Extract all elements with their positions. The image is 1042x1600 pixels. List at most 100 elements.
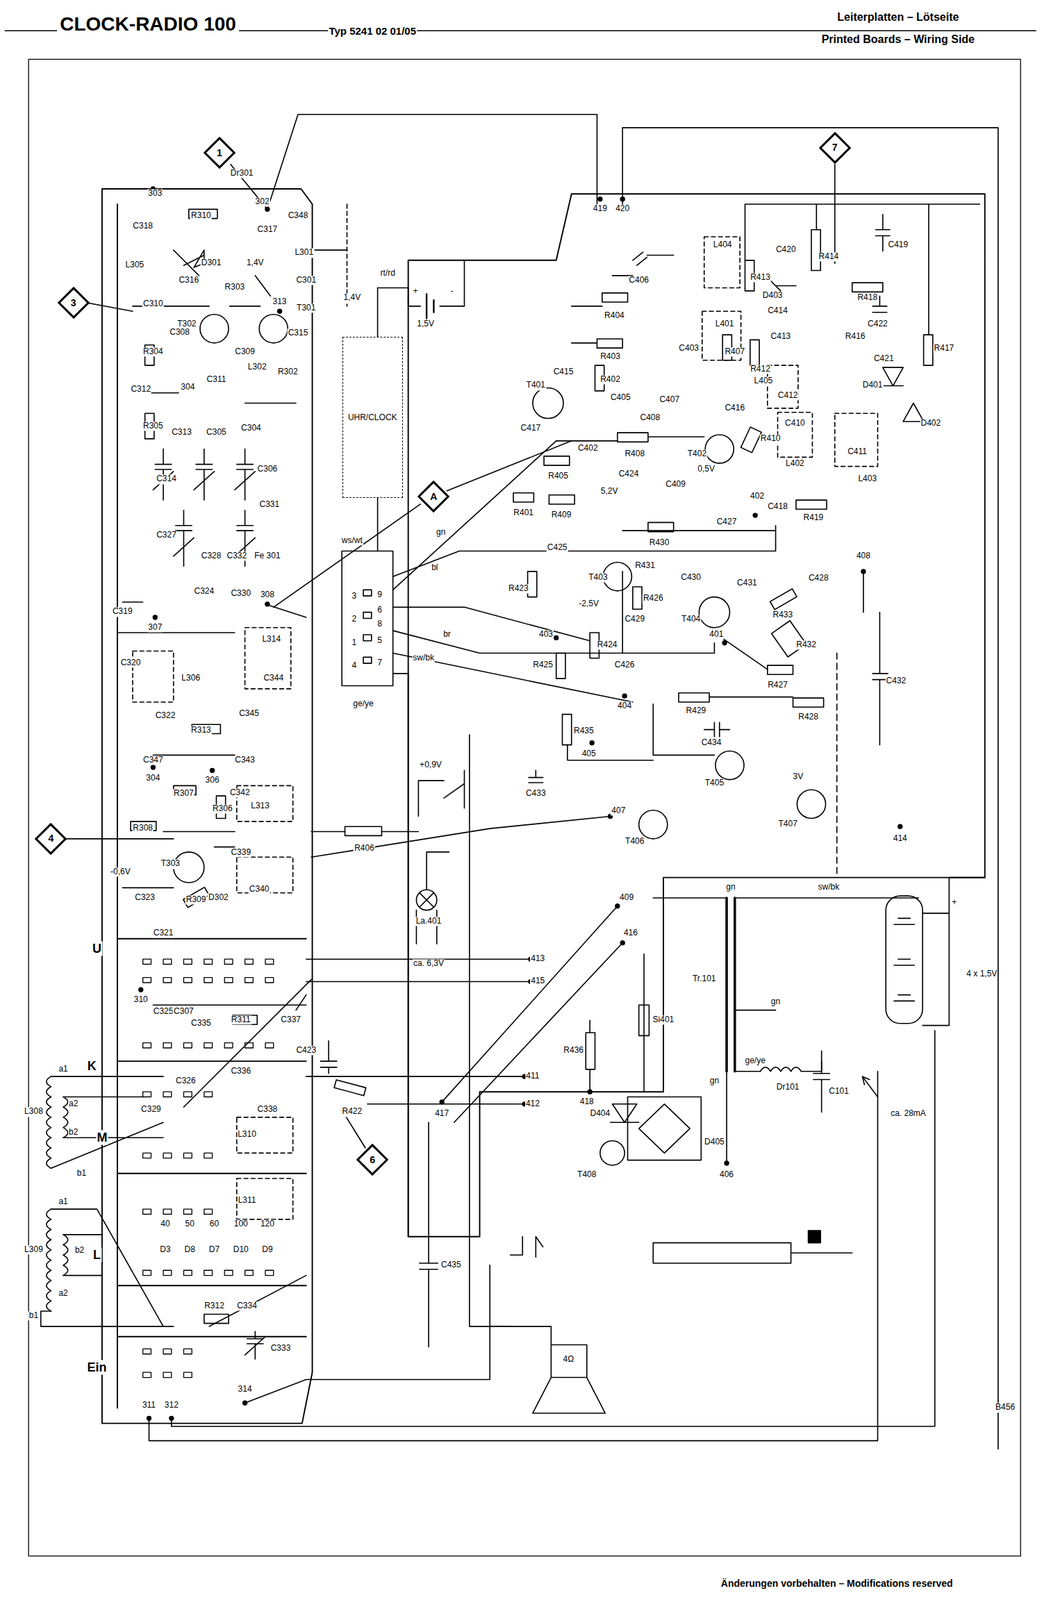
part-label: gn — [770, 997, 781, 1007]
band-letter: M — [95, 1130, 108, 1146]
part-label: b1 — [28, 1312, 39, 1322]
part-label: R424 — [596, 640, 619, 650]
part-label: 419 — [592, 204, 608, 214]
part-label: R435 — [573, 727, 595, 737]
part-label: 303 — [147, 189, 163, 199]
part-label: C308 — [168, 327, 191, 337]
part-label: C332 — [225, 551, 248, 561]
part-label: C324 — [193, 587, 215, 597]
part-label: C403 — [677, 344, 700, 354]
text-group: 4 — [48, 833, 55, 845]
part-label: R413 — [749, 273, 772, 283]
part-label: R404 — [603, 311, 626, 321]
part-label: R406 — [353, 844, 376, 854]
part-label: C413 — [770, 332, 792, 342]
part-label: C345 — [238, 709, 260, 719]
part-label: 2 — [350, 614, 358, 624]
part-label: C427 — [716, 518, 738, 528]
part-label: D405 — [703, 1138, 726, 1148]
header-text: Leiterplatten – Lötseite — [836, 11, 960, 24]
header-text: Änderungen vorbehalten – Modifications r… — [720, 1578, 954, 1590]
part-label: R312 — [203, 1301, 226, 1311]
part-label: C101 — [828, 1087, 850, 1097]
part-label: R419 — [803, 514, 825, 524]
part-label: 405 — [581, 749, 597, 759]
part-label: C323 — [134, 893, 156, 903]
part-label: C420 — [775, 245, 797, 255]
part-label: gn — [709, 1077, 720, 1087]
part-label: a1 — [57, 1064, 69, 1074]
part-label: C336 — [229, 1067, 252, 1077]
part-label: C333 — [270, 1344, 292, 1354]
part-label: -0,6V — [109, 868, 132, 878]
part-label: + — [411, 287, 419, 297]
part-label: 100 — [233, 1219, 249, 1229]
part-label: rt/rd — [379, 268, 396, 278]
part-label: T408 — [576, 1171, 597, 1181]
terminal-dots — [138, 186, 903, 1422]
callout-diamond: A — [418, 481, 449, 512]
part-label: T404 — [680, 614, 701, 624]
callout-number: 6 — [369, 1155, 376, 1166]
part-label: L401 — [714, 320, 735, 330]
part-label: C316 — [177, 275, 200, 285]
part-label: 60 — [209, 1219, 220, 1229]
part-label: 420 — [614, 204, 631, 214]
part-label: R429 — [685, 706, 708, 716]
part-label: C334 — [236, 1301, 258, 1311]
part-label: C423 — [295, 1046, 317, 1056]
part-label: C309 — [234, 347, 256, 357]
callout-number: A — [429, 491, 437, 503]
part-label: C433 — [525, 789, 547, 799]
part-label: T405 — [704, 779, 725, 789]
part-label: C406 — [627, 275, 650, 285]
part-label: 402 — [749, 492, 765, 502]
output-section — [489, 878, 986, 1414]
part-label: C322 — [154, 712, 177, 722]
part-label: 4 x 1,5V — [965, 969, 998, 979]
part-label: 1,4V — [343, 293, 362, 303]
part-label: 1,5V — [416, 320, 435, 330]
part-label: 310 — [133, 995, 149, 1005]
part-label: C342 — [229, 788, 251, 798]
part-label: R401 — [512, 508, 535, 518]
part-label: 5 — [376, 636, 383, 646]
part-label: R416 — [844, 332, 867, 342]
part-label: C432 — [885, 677, 908, 687]
part-label: R426 — [642, 594, 665, 604]
part-label: D9 — [261, 1245, 274, 1255]
text-group: A — [429, 491, 437, 503]
part-label: 409 — [618, 893, 635, 903]
part-label: C339 — [229, 848, 252, 858]
part-label: 304 — [179, 383, 196, 393]
part-label: C411 — [846, 447, 868, 457]
part-label: R410 — [759, 434, 782, 444]
part-label: -2,5V — [577, 599, 600, 609]
part-label: 0,5V — [696, 464, 716, 474]
part-label: b2 — [68, 1128, 79, 1138]
part-label: R307 — [172, 789, 195, 799]
part-label: C314 — [155, 475, 178, 485]
part-label: 3V — [792, 773, 805, 783]
part-label: C305 — [205, 427, 228, 437]
callout-number: 4 — [48, 833, 55, 845]
part-label: Si401 — [652, 1016, 676, 1026]
part-label: 411 — [525, 1071, 540, 1081]
part-label: L305 — [125, 260, 146, 270]
part-label: C307 — [172, 1007, 195, 1017]
part-label: T402 — [687, 449, 708, 459]
part-label: 408 — [855, 551, 872, 561]
part-label: 4Ω — [561, 1355, 575, 1366]
part-label: +0,9V — [418, 760, 443, 770]
part-label: C331 — [259, 500, 281, 510]
part-label: C325 — [152, 1007, 175, 1017]
part-label: 417 — [434, 1110, 450, 1120]
part-label: 302 — [254, 197, 271, 207]
part-label: R428 — [797, 712, 820, 722]
part-label: 312 — [163, 1401, 180, 1411]
part-label: C315 — [287, 329, 310, 339]
part-label: R430 — [648, 538, 671, 548]
part-label: C405 — [609, 393, 632, 403]
part-label: R403 — [599, 352, 622, 362]
